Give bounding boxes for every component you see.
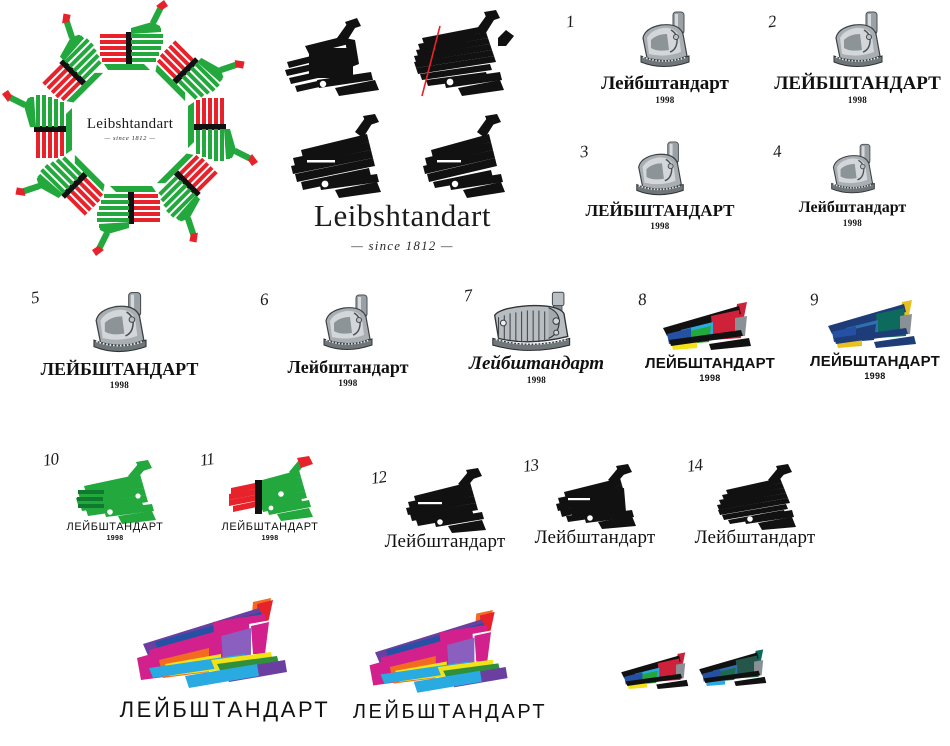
variant-13: 13 — [505, 452, 685, 562]
prism-shako-vivid-icon — [137, 598, 287, 688]
variant-3-wordmark: ЛЕЙБШТАНДАРТ — [585, 201, 735, 220]
variant-5-year: 1998 — [109, 379, 130, 390]
variant-5-mark — [27, 290, 212, 360]
variant-1: 1 Лей — [560, 8, 750, 128]
variant-7-mark — [444, 291, 629, 354]
variant-7: 7 — [440, 286, 630, 401]
variant-11-wordmark: ЛЕЙБШТАНДАРТ — [221, 521, 319, 533]
swatch-prism-teal — [690, 645, 780, 695]
variant-9-wordmark: ЛЕЙБШТАНДАРТ — [810, 353, 940, 370]
engraved-shako-icon — [830, 143, 875, 194]
variant-5-wordmark: ЛЕЙБШТАНДАРТ — [40, 359, 199, 379]
variant-9: 9 ЛЕЙБШТАНДАРТ 1998 — [800, 288, 950, 398]
stripe-shako-fine-icon — [717, 464, 796, 530]
variant-1-number: 1 — [564, 11, 575, 32]
variant-2-mark — [770, 10, 945, 74]
mark-shako-open-stripes — [277, 114, 407, 208]
variant-10-wordmark: ЛЕЙБШТАНДАРТ — [66, 521, 164, 533]
variant-5: 5 ЛЕЙБШТАНДАРТ 1998 — [15, 288, 215, 403]
variant-12-mark — [355, 468, 535, 533]
prism-shako-primary-small-icon — [621, 652, 689, 690]
variant-10-year: 1998 — [106, 534, 124, 542]
variant-9-mark — [800, 300, 950, 354]
variant-8-mark — [630, 302, 790, 356]
mark-shako-compact-stripes — [405, 114, 525, 208]
swatch-prism-primary — [612, 648, 702, 698]
variant-9-year: 1998 — [864, 370, 886, 381]
variant-4-mark — [765, 142, 940, 200]
hero-wordmark-text: Leibshtandart — [314, 198, 491, 233]
variant-12: 12 — [355, 458, 535, 568]
final-lockup-1-mark — [110, 598, 340, 698]
engraved-shako-wide-icon — [491, 291, 570, 351]
variant-8-year: 1998 — [699, 372, 721, 383]
variant-3-mark — [570, 140, 750, 202]
variant-3-year: 1998 — [650, 220, 670, 231]
engraved-shako-icon — [92, 291, 147, 353]
variant-7-wordmark: Лейбштандарт — [468, 353, 605, 374]
mark-shako-solid-block — [275, 18, 395, 108]
variant-6-wordmark: Лейбштандарт — [287, 357, 409, 377]
variant-2-year: 1998 — [847, 94, 868, 105]
variant-4-year: 1998 — [842, 217, 863, 228]
variant-14: 14 — [665, 452, 845, 562]
variant-6-year: 1998 — [338, 377, 358, 388]
final-lockup-2: ЛЕЙБШТАНДАРТ — [340, 610, 560, 740]
hero-logo-exploration: Leibshtandart — since 1812 — — [265, 8, 540, 253]
variant-2-wordmark: ЛЕЙБШТАНДАРТ — [774, 73, 941, 94]
engraved-shako-icon — [833, 11, 882, 67]
stripe-shako-black-icon — [406, 468, 486, 533]
variant-14-mark — [665, 464, 845, 530]
stripe-shako-redgreen-icon — [229, 456, 313, 521]
badge-wordmark: Leibshtandart — [86, 116, 174, 132]
variant-11-year: 1998 — [261, 534, 279, 542]
variant-13-wordmark: Лейбштандарт — [534, 527, 656, 548]
variant-7-year: 1998 — [526, 374, 547, 385]
variant-8: 8 ЛЕЙБШТАНДАРТ 1998 — [630, 290, 790, 400]
engraved-shako-icon — [323, 294, 373, 350]
variant-10-mark — [25, 460, 205, 524]
variant-13-mark — [505, 464, 685, 529]
prism-shako-teal-small-icon — [699, 649, 767, 687]
badge-tagline: — since 1812 — — [104, 135, 156, 142]
variant-6-mark — [258, 292, 438, 358]
variant-4-wordmark: Лейбштандарт — [798, 199, 907, 216]
variant-10: 10 — [25, 449, 205, 568]
variant-12-wordmark: Лейбштандарт — [384, 531, 506, 552]
prism-shako-primary-icon — [663, 302, 751, 350]
final-lockup-2-mark — [340, 610, 560, 702]
variant-2: 2 ЛЕЙБШТАНДАРТ 1998 — [760, 8, 950, 128]
variant-4: 4 Лейбштандарт 1998 — [755, 138, 945, 258]
variant-11-mark — [180, 456, 360, 522]
variant-8-wordmark: ЛЕЙБШТАНДАРТ — [645, 355, 775, 372]
engraved-shako-icon — [636, 141, 684, 196]
final-lockup-1: ЛЕЙБШТАНДАРТ — [110, 598, 340, 738]
variant-3: 3 ЛЕЙБШТАНДАРТ 1998 — [560, 138, 750, 258]
stripe-shako-green-icon — [76, 460, 156, 524]
variant-14-wordmark: Лейбштандарт — [694, 527, 816, 548]
variant-1-year: 1998 — [655, 94, 675, 105]
variant-1-mark — [580, 10, 750, 74]
variant-1-wordmark: Лейбштандарт — [601, 73, 729, 94]
variant-6: 6 Лейбштандарт 1998 — [250, 288, 440, 403]
prism-shako-teal-icon — [828, 300, 916, 348]
hero-tagline: — since 1812 — — [351, 238, 454, 253]
stripe-shako-block-icon — [556, 464, 636, 529]
final-lockup-2-wordmark: ЛЕЙБШТАНДАРТ — [352, 701, 548, 723]
prism-shako-vivid-icon — [369, 610, 508, 693]
final-lockup-1-wordmark: ЛЕЙБШТАНДАРТ — [119, 697, 331, 722]
engraved-shako-icon — [640, 11, 690, 67]
mark-shako-with-redline-star — [400, 10, 530, 107]
variant-11: 11 — [180, 449, 360, 568]
circular-rosette-badge: Leibshtandart — since 1812 — — [2, 0, 258, 256]
